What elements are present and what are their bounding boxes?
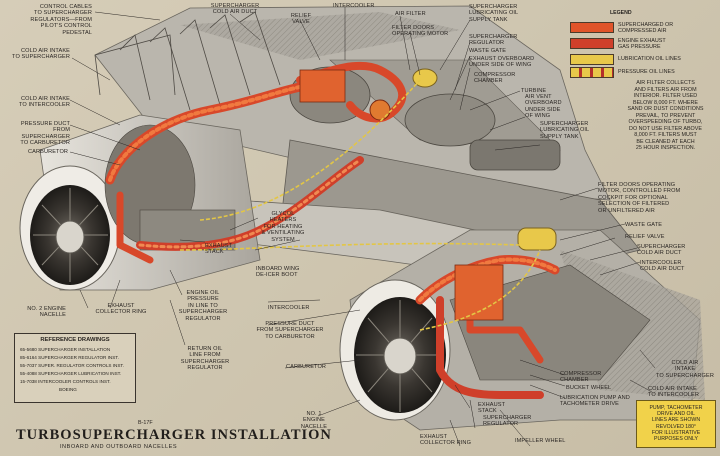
reference-drawings-heading: REFERENCE DRAWINGS [40, 337, 110, 343]
label-supercharger-cold-air-duct-top: SUPERCHARGER COLD AIR DUCT [210, 3, 260, 16]
reference-drawing-item: 55-4088 SUPERCHARGER LUBRICATION INST. [20, 371, 122, 376]
label-intercooler-top: INTERCOOLER [333, 3, 375, 9]
exhaust-ducts [105, 61, 560, 399]
legend-swatch-compressed-air [570, 22, 614, 33]
wing-ribs [94, 11, 281, 111]
legend: LEGEND SUPERCHARGED OR COMPRESSED AIR EN… [568, 8, 716, 80]
label-supercharger-regulator-top: SUPERCHARGER REGULATOR [469, 34, 518, 47]
label-supercharger-regulator-bottom: SUPERCHARGER REGULATOR [483, 415, 532, 428]
label-glycol-heaters: GLYCOL HEATERS FOR HEATING & VENTILATING… [261, 211, 305, 243]
label-compressor-chamber-bottom: COMPRESSOR CHAMBER [560, 371, 602, 384]
leader-lines [69, 7, 656, 447]
label-exhaust-stack-left: EXHAUST STACK [205, 243, 233, 256]
reference-drawing-item: 55-7037 SUPER. REGULATOR CONTROLS INST. [20, 363, 124, 368]
label-no2-engine-nacelle: No. 2 ENGINE NACELLE [27, 306, 66, 319]
label-lub-oil-tank-top: SUPERCHARGER LUBRICATING OIL SUPPLY TANK [469, 4, 519, 23]
label-turbine: TURBINE [521, 88, 547, 94]
label-relief-valve-right: RELIEF VALVE [625, 234, 665, 240]
label-pressure-duct-mid: PRESSURE DUCT FROM SUPERCHARGER TO CARBU… [256, 321, 324, 340]
legend-swatch-exhaust-gas [570, 38, 614, 49]
label-carburetor-mid: CARBURETOR [286, 364, 327, 370]
legend-heading: LEGEND [610, 10, 632, 16]
label-waste-gate-right: WASTE GATE [625, 222, 663, 228]
reference-drawings-box: REFERENCE DRAWINGS 65-5680 SUPERCHARGER … [14, 333, 136, 403]
page-subtitle: INBOARD AND OUTBOARD NACELLES [60, 444, 178, 450]
label-no1-engine-nacelle: No. 1 ENGINE NACELLE [300, 411, 328, 430]
legend-label-lubrication-oil: LUBRICATION OIL LINES [618, 56, 681, 62]
legend-swatch-lubrication-oil [570, 54, 614, 65]
label-impeller-wheel: IMPELLER WHEEL [515, 438, 566, 444]
label-relief-valve-top: RELIEF VALVE [290, 13, 312, 26]
oil-lines [179, 79, 541, 331]
label-carburetor-left: CARBURETOR [28, 149, 69, 155]
legend-label-compressed-air: SUPERCHARGED OR COMPRESSED AIR [618, 22, 674, 34]
label-cold-air-intake-intercooler-bottom: COLD AIR INTAKE TO INTERCOOLER [648, 386, 700, 399]
label-intercooler-cold-air-duct: INTERCOOLER COLD AIR DUCT [640, 260, 685, 273]
label-pressure-duct-left: PRESSURE DUCT FROM SUPERCHARGER TO CARBU… [20, 121, 70, 147]
label-exhaust-overboard: EXHAUST OVERBOARD UNDER SIDE OF WING [469, 56, 535, 69]
label-control-cables: CONTROL CABLES TO SUPERCHARGER REGULATOR… [30, 4, 92, 36]
air-filter-note: AIR FILTER COLLECTS AND FILTERS AIR FROM… [627, 80, 704, 151]
label-cold-air-intake-supercharger-bottom: COLD AIR INTAKE TO SUPERCHARGER [656, 360, 714, 379]
label-filter-doors-note: FILTER DOORS OPERATING MOTOR, CONTROLLED… [598, 182, 681, 214]
pump-note: PUMP, TACHOMETER DRIVE AND OIL LINES ARE… [636, 400, 716, 448]
figure-id: B-17F [138, 420, 153, 426]
label-inboard-wing-deicer: INBOARD WING DE-ICER BOOT [256, 266, 300, 279]
label-exhaust-collector-ring-left: EXHAUST COLLECTOR RING [95, 303, 147, 316]
label-exhaust-collector-ring-bottom: EXHAUST COLLECTOR RING [420, 434, 472, 447]
legend-label-pressure-oil: PRESSURE OIL LINES [618, 69, 675, 75]
page-title: TURBOSUPERCHARGER INSTALLATION [16, 427, 332, 443]
legend-swatch-pressure-oil [570, 67, 614, 78]
reference-drawing-item: 65-5680 SUPERCHARGER INSTALLATION [20, 347, 111, 352]
label-filter-doors-motor: FILTER DOORS OPERATING MOTOR [392, 25, 449, 38]
label-intercooler-mid: INTERCOOLER [268, 305, 310, 311]
label-lubrication-pump-tach: LUBRICATION PUMP AND TACHOMETER DRIVE [560, 395, 630, 408]
legend-label-exhaust-gas: ENGINE EXHAUST GAS PRESSURE [618, 38, 666, 50]
label-compressor-chamber-top: COMPRESSOR CHAMBER [474, 72, 516, 85]
label-air-vent: AIR VENT OVERBOARD UNDER SIDE OF WING [525, 94, 562, 120]
label-return-oil-line: RETURN OIL LINE FROM SUPERCHARGER REGULA… [180, 346, 230, 372]
label-cold-air-intake-supercharger: COLD AIR INTAKE TO SUPERCHARGER [12, 48, 70, 61]
label-supercharger-cold-air-duct-right: SUPERCHARGER COLD AIR DUCT [637, 244, 686, 257]
label-lub-oil-tank-mid: SUPERCHARGER LUBRICATING OIL SUPPLY TANK [540, 121, 590, 140]
label-waste-gate-top: WASTE GATE [469, 48, 507, 54]
label-exhaust-stack-bottom: EXHAUST STACK [478, 402, 506, 415]
label-cold-air-intake-intercooler: COLD AIR INTAKE TO INTERCOOLER [18, 96, 70, 109]
label-air-filter: AIR FILTER [395, 11, 426, 17]
reference-drawing-item: 85-6164 SUPERCHARGER REGULATOR INST. [20, 355, 119, 360]
label-bucket-wheel: BUCKET WHEEL [566, 385, 612, 391]
reference-drawing-item: 15-7038 INTERCOOLER CONTROLS INST. [20, 379, 111, 384]
reference-drawing-item: BOEING [59, 387, 77, 392]
label-engine-oil-pressure: ENGINE OIL PRESSURE IN LINE TO SUPERCHAR… [178, 290, 228, 322]
